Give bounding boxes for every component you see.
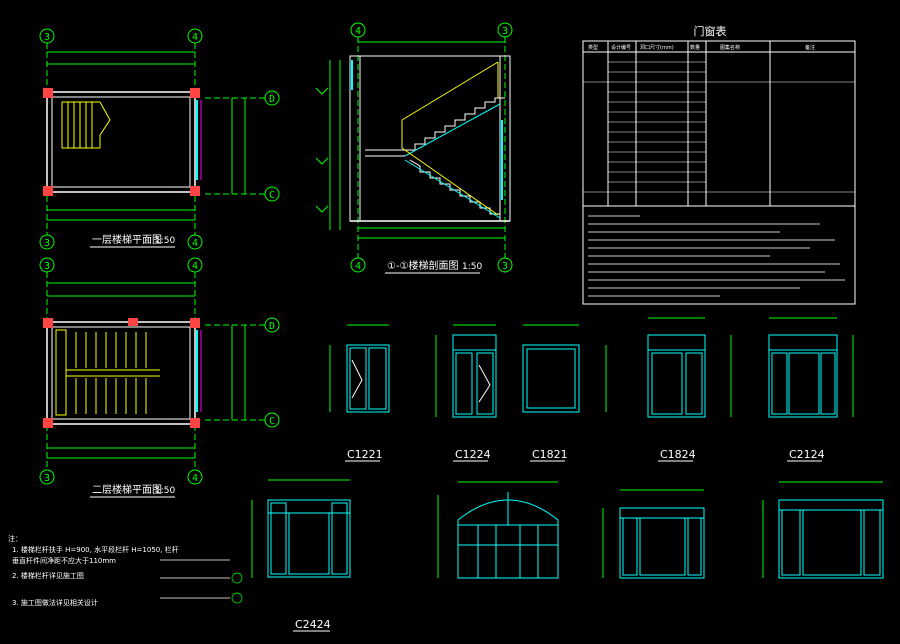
- svg-text:3: 3: [44, 473, 50, 484]
- axis-C-plan2: C: [269, 416, 275, 427]
- notes-detail-lines: [160, 559, 243, 604]
- plan2-scale: 1:50: [155, 486, 175, 496]
- table-title: 门窗表: [694, 24, 727, 38]
- section-title: ①-①楼梯剖面图: [387, 259, 459, 272]
- stair-section: 4 3: [315, 22, 513, 274]
- notes-line-4: 3. 施工图做法详见相关设计: [12, 598, 98, 607]
- svg-text:4: 4: [192, 261, 198, 272]
- window-label-C1224: C1224: [455, 448, 491, 461]
- notes-line-1: 1. 楼梯栏杆扶手 H=900, 水平段栏杆 H=1050, 栏杆: [12, 545, 179, 554]
- notes-line-3: 2. 楼梯栏杆详见施工图: [12, 571, 84, 580]
- table-header-remark: 备注: [805, 44, 815, 51]
- section-scale: 1:50: [462, 262, 482, 272]
- axis-D-plan2: D: [269, 321, 275, 332]
- window-label-C1824: C1824: [660, 448, 696, 461]
- plan1-title: 一层楼梯平面图: [92, 233, 162, 246]
- plan1-scale: 1:50: [155, 236, 175, 246]
- second-floor-stair-plan: 3 4: [39, 257, 280, 498]
- svg-text:3: 3: [44, 261, 50, 272]
- svg-text:4: 4: [192, 238, 198, 249]
- notes-line-2: 垂直杆件间净距不应大于110mm: [12, 556, 116, 565]
- axis-D-plan1: D: [269, 94, 275, 105]
- table-header-code: 设计编号: [611, 44, 631, 51]
- svg-text:4: 4: [355, 261, 361, 272]
- window-elevations-row1: [346, 334, 838, 418]
- window-label-C2424: C2424: [295, 618, 331, 631]
- first-floor-stair-plan: 3 4 D: [39, 28, 280, 250]
- window-elevations-row2: [267, 492, 884, 579]
- window-label-C1821: C1821: [532, 448, 568, 461]
- svg-text:4: 4: [355, 26, 361, 37]
- window-label-C2124: C2124: [789, 448, 825, 461]
- svg-text:3: 3: [44, 238, 50, 249]
- axis-3-top: 3: [44, 32, 50, 43]
- window-dims-row2: [251, 479, 883, 578]
- axis-4-top: 4: [192, 32, 198, 43]
- svg-text:3: 3: [502, 26, 508, 37]
- window-label-C1221: C1221: [347, 448, 383, 461]
- axis-C-plan1: C: [269, 190, 275, 201]
- table-header-type: 类型: [588, 44, 598, 51]
- table-header-qty: 数量: [690, 44, 700, 51]
- notes-title: 注：: [8, 534, 22, 543]
- general-notes: 注： 1. 楼梯栏杆扶手 H=900, 水平段栏杆 H=1050, 栏杆 垂直杆…: [8, 534, 179, 607]
- window-dims-row1: [329, 317, 854, 417]
- svg-text:3: 3: [502, 261, 508, 272]
- door-window-table: 门窗表 类型 设计编号 洞口尺寸(mm) 数量 图集名称 备注: [582, 24, 856, 305]
- plan2-title: 二层楼梯平面图: [92, 483, 162, 496]
- svg-text:4: 4: [192, 473, 198, 484]
- table-header-size: 洞口尺寸(mm): [640, 44, 674, 51]
- table-header-atlas: 图集名称: [720, 44, 740, 51]
